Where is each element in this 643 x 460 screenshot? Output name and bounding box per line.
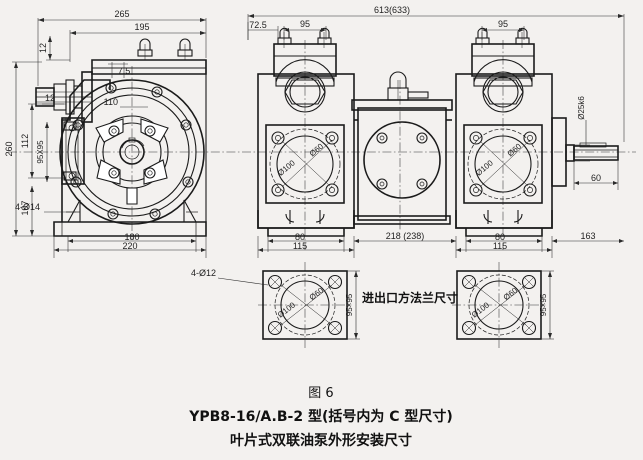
dim-shaft-length: 60 — [591, 173, 601, 183]
dim-foot2-inner: 80 — [495, 232, 505, 242]
dim-foot1-inner: 80 — [295, 232, 305, 242]
dim-right-tail: 163 — [580, 231, 595, 241]
dim-72-5: 72.5 — [249, 20, 267, 30]
dim-step-12: 12 — [38, 43, 48, 53]
dimension-bottom: 180 220 80 115 218 (238) 80 — [53, 231, 624, 258]
left-top-bolts — [137, 38, 193, 60]
dimension-top-left: 265 195 12 7.5 — [37, 9, 207, 86]
dim-bolt-span-b: 95 — [498, 19, 508, 29]
flange-detail-caption: 进出口方法兰尺寸 — [362, 290, 458, 305]
left-end-view — [35, 38, 207, 237]
dim-foot2-outer: 115 — [493, 241, 507, 251]
dim-bolt-note-14: 4-Ø14 — [15, 202, 40, 212]
dim-left-step-12: 12 — [45, 93, 55, 103]
dimension-top-right: 613(633) 72.5 95 95 — [247, 5, 625, 142]
center-coupling-body — [351, 71, 453, 225]
dim-overall-height: 260 — [4, 141, 14, 156]
figure-number: 图 6 — [308, 386, 333, 401]
pump-body-left — [257, 27, 355, 237]
pump1-port-bolts — [271, 131, 339, 197]
dim-flange-right-square: 95×95 — [539, 293, 548, 316]
dim-flange-left-square: 95×95 — [345, 293, 354, 316]
center-bolts — [376, 132, 428, 190]
dimension-left-vertical: 260 112 107 95X95 12 4-Ø14 110 — [4, 61, 148, 237]
dim-base-inner: 180 — [124, 232, 139, 242]
dim-112: 112 — [20, 134, 30, 148]
dim-center-span: 218 (238) — [386, 231, 425, 241]
dim-flange-bolt-note: 4-Ø12 — [191, 268, 216, 278]
dim-foot1-outer: 115 — [293, 241, 307, 251]
pump2-port-bolts — [469, 131, 537, 197]
dim-top-left-inner: 195 — [134, 22, 149, 32]
figure-title-line2: 叶片式双联油泵外形安装尺寸 — [230, 432, 412, 449]
figure-title-line1: YPB8-16/A.B-2 型(括号内为 C 型尺寸) — [188, 408, 453, 425]
dim-base-outer: 220 — [122, 241, 137, 251]
dim-step-7-5: 7.5 — [118, 66, 131, 76]
pump1-top-bolts — [277, 27, 332, 48]
left-top-fitting — [35, 71, 93, 123]
dim-107: 107 — [20, 200, 30, 215]
dim-95x95: 95X95 — [36, 140, 45, 164]
dimension-shaft: Ø25k6 60 — [566, 96, 619, 190]
dim-shaft-diameter: Ø25k6 — [577, 96, 586, 120]
dim-top-left-overall: 265 — [114, 9, 129, 19]
dim-bolt-span-a: 95 — [300, 19, 310, 29]
dim-circle-110: 110 — [104, 97, 118, 107]
dim-overall-length: 613(633) — [374, 5, 410, 15]
center-lines — [8, 40, 636, 348]
